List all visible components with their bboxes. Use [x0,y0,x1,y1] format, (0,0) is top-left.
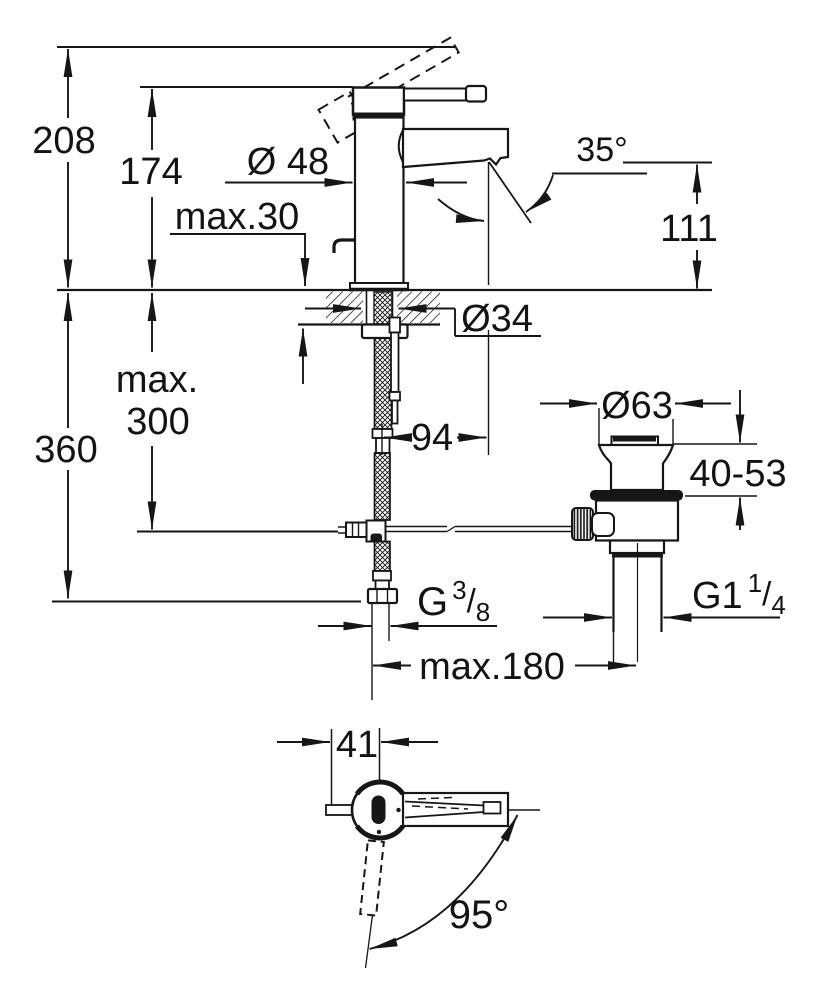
plug-cap-band [613,437,656,442]
supply-extension-lines [371,604,390,700]
dim-label-41: 41 [336,724,378,766]
rod-stub-top-view [325,804,353,816]
dim-label-208: 208 [32,120,95,162]
detail-dot-bottom [376,829,382,835]
dim-label-111: 111 [660,208,718,250]
waste-flange [597,443,675,492]
popup-rod-hook [332,238,356,253]
dim-label-40-53: 40-53 [689,453,786,495]
hose-fitting-b [375,437,391,454]
front-dimensions: 208 174 360 max. 300 max.30 Ø 48 [32,49,787,688]
dim-spout-reach: 94 [381,417,487,459]
flange-extension-lines [598,408,674,445]
dim-rod-offset: 41 [277,724,438,766]
dim-body-height: 174 [119,89,183,288]
rod-knob-stem [591,512,615,537]
spout [401,127,510,169]
dim-label-max180: max.180 [419,646,565,688]
dim-label-35deg: 35° [576,131,627,169]
dim-label-300: 300 [126,401,189,443]
handle-base [351,86,406,116]
dim-hose-drop: 360 [34,293,361,603]
spout-top-view [401,791,510,828]
dim-label-94: 94 [411,417,453,459]
dim-swivel-angle: 95° [369,814,519,950]
dim-hole-diameter: Ø34 [305,298,541,340]
supply-hose-lower [373,540,391,572]
dim-label-d63: Ø63 [601,385,673,427]
dim-label-95deg: 95° [449,893,510,937]
dim-body-diameter: Ø 48 [225,141,467,187]
dim-label-max30: max.30 [175,196,300,238]
dim-hole-spacing: max.180 [373,646,636,688]
supply-hose-middle [373,452,391,521]
supply-hose-upper [373,337,393,430]
hose-end-fitting-b [374,579,390,590]
dim-label-174: 174 [119,151,182,193]
dim-deck-thickness: max.30 [170,196,310,384]
dim-rod-depth: max. 300 [116,293,338,533]
front-view [57,36,712,700]
detail-dot-right [396,807,401,813]
cartridge-slot [371,795,386,824]
popup-rod-vertical [388,316,401,425]
popup-rod-horizontal [338,519,572,543]
dim-label-d34: Ø34 [461,298,533,340]
dim-waste-deck-range: 40-53 [689,390,787,530]
dim-flange-diameter: Ø63 [540,385,731,427]
stream-angle-line [488,161,532,224]
deck-hatch-left [326,291,363,323]
rod-knob-knurled [571,507,594,541]
dim-label-360: 360 [34,429,97,471]
handle-lever-cap [464,84,488,103]
supply-hex-nut [366,587,399,605]
drain-assembly [571,408,757,669]
spout-back-curve [397,129,404,163]
supply-nut-facets [376,590,389,603]
top-dimensions: 41 95° [277,724,519,950]
body-ring-thick-top [354,779,406,796]
waste-seal [590,490,683,501]
dim-overall-height: 208 [32,49,96,288]
hose-end-fitting-a [372,570,392,582]
handle-lever [403,87,469,102]
dim-label-max: max. [116,359,198,401]
dim-spout-height: 111 [623,161,718,289]
dim-label-d48: Ø 48 [247,141,329,183]
handle-ghost-centerline [364,914,374,969]
handle-swivel-ghost [359,839,385,917]
dim-spout-angle: 35° [437,131,647,223]
deck-hatch-right [397,291,440,323]
tailpipe-walls [612,557,663,632]
faucet-body [353,116,405,285]
